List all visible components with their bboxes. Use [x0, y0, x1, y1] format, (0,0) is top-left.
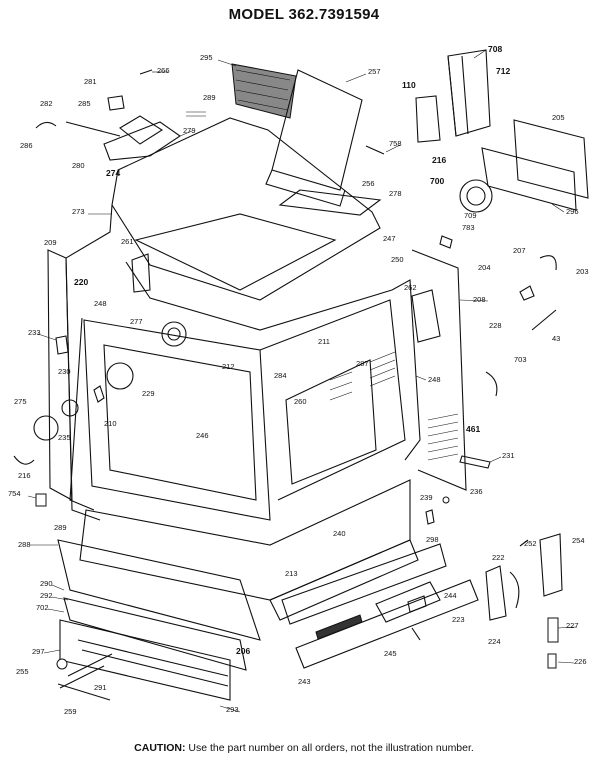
callout-243: 243 — [298, 677, 311, 686]
callout-758: 758 — [389, 139, 402, 148]
callout-289-lower: 289 — [54, 523, 67, 532]
callout-702: 702 — [36, 603, 49, 612]
callout-754: 754 — [8, 489, 21, 498]
callout-296: 296 — [566, 207, 579, 216]
callout-222: 222 — [492, 553, 505, 562]
callout-297: 297 — [32, 647, 45, 656]
callout-213: 213 — [285, 569, 298, 578]
callout-290: 290 — [40, 579, 53, 588]
callout-700: 700 — [430, 176, 444, 186]
callout-295: 295 — [200, 53, 213, 62]
diagram-title: MODEL 362.7391594 — [228, 6, 380, 23]
top-components — [35, 49, 589, 216]
callout-235: 235 — [58, 433, 71, 442]
callout-281: 281 — [84, 77, 97, 86]
callout-783: 783 — [462, 223, 475, 232]
callout-43: 43 — [552, 334, 560, 343]
callout-252: 252 — [524, 539, 537, 548]
callout-289: 289 — [203, 93, 216, 102]
callout-288: 288 — [18, 540, 31, 549]
caution-text: Use the part number on all orders, not t… — [188, 742, 474, 754]
callout-220: 220 — [74, 277, 88, 287]
callout-708: 708 — [488, 44, 502, 54]
callout-239: 239 — [420, 493, 433, 502]
callout-261: 261 — [121, 237, 134, 246]
callout-210: 210 — [104, 419, 117, 428]
callout-275: 275 — [14, 397, 27, 406]
callout-208: 208 — [473, 295, 486, 304]
callout-262: 262 — [404, 283, 417, 292]
callout-216-left: 216 — [18, 471, 31, 480]
callout-207: 207 — [513, 246, 526, 255]
callout-248-top: 248 — [94, 299, 107, 308]
callout-233: 233 — [28, 328, 41, 337]
callout-223: 223 — [452, 615, 465, 624]
caution-label: CAUTION: — [134, 742, 186, 754]
callout-230: 230 — [58, 367, 71, 376]
callout-110: 110 — [402, 80, 416, 90]
callout-229: 229 — [142, 389, 155, 398]
callout-212: 212 — [222, 362, 235, 371]
right-side-components — [407, 235, 563, 669]
callout-247: 247 — [383, 234, 396, 243]
callout-255: 255 — [16, 667, 29, 676]
callout-274: 274 — [106, 168, 120, 178]
callout-287: 287 — [356, 359, 369, 368]
callout-231: 231 — [502, 451, 515, 460]
callout-256: 256 — [362, 179, 375, 188]
callout-257: 257 — [368, 67, 381, 76]
callout-709: 709 — [464, 211, 477, 220]
callout-282: 282 — [40, 99, 53, 108]
range-cabinet — [47, 117, 479, 701]
callout-298: 298 — [426, 535, 439, 544]
callout-228: 228 — [489, 321, 502, 330]
callout-204: 204 — [478, 263, 491, 272]
callout-205: 205 — [552, 113, 565, 122]
callout-259: 259 — [64, 707, 77, 716]
callout-284: 284 — [274, 371, 287, 380]
callout-260: 260 — [294, 397, 307, 406]
callout-712: 712 — [496, 66, 510, 76]
callout-285: 285 — [78, 99, 91, 108]
callout-227: 227 — [566, 621, 579, 630]
callout-236: 236 — [470, 487, 483, 496]
callout-245: 245 — [384, 649, 397, 658]
callout-244: 244 — [444, 591, 457, 600]
callout-226: 226 — [574, 657, 587, 666]
callout-209: 209 — [44, 238, 57, 247]
callout-280: 280 — [72, 161, 85, 170]
callout-248-right: 248 — [428, 375, 441, 384]
callout-240: 240 — [333, 529, 346, 538]
callout-224: 224 — [488, 637, 501, 646]
callout-labels: 708 712 266 295 257 110 281 289 282 285 … — [8, 44, 589, 716]
callout-286: 286 — [20, 141, 33, 150]
left-side-components — [13, 253, 187, 701]
callout-461: 461 — [466, 424, 480, 434]
callout-278: 278 — [389, 189, 402, 198]
caution-note: CAUTION: Use the part number on all orde… — [0, 742, 608, 754]
callout-292: 292 — [40, 591, 53, 600]
callout-216-top: 216 — [432, 155, 446, 165]
callout-254: 254 — [572, 536, 585, 545]
callout-203: 203 — [576, 267, 589, 276]
callout-279: 279 — [183, 126, 196, 135]
callout-703: 703 — [514, 355, 527, 364]
callout-211: 211 — [318, 337, 330, 346]
callout-246: 246 — [196, 431, 209, 440]
callout-291: 291 — [94, 683, 107, 692]
callout-250: 250 — [391, 255, 404, 264]
callout-266: 266 — [157, 66, 170, 75]
callout-206: 206 — [236, 646, 250, 656]
callout-277: 277 — [130, 317, 143, 326]
leader-lines — [27, 49, 577, 713]
callout-273: 273 — [72, 207, 85, 216]
